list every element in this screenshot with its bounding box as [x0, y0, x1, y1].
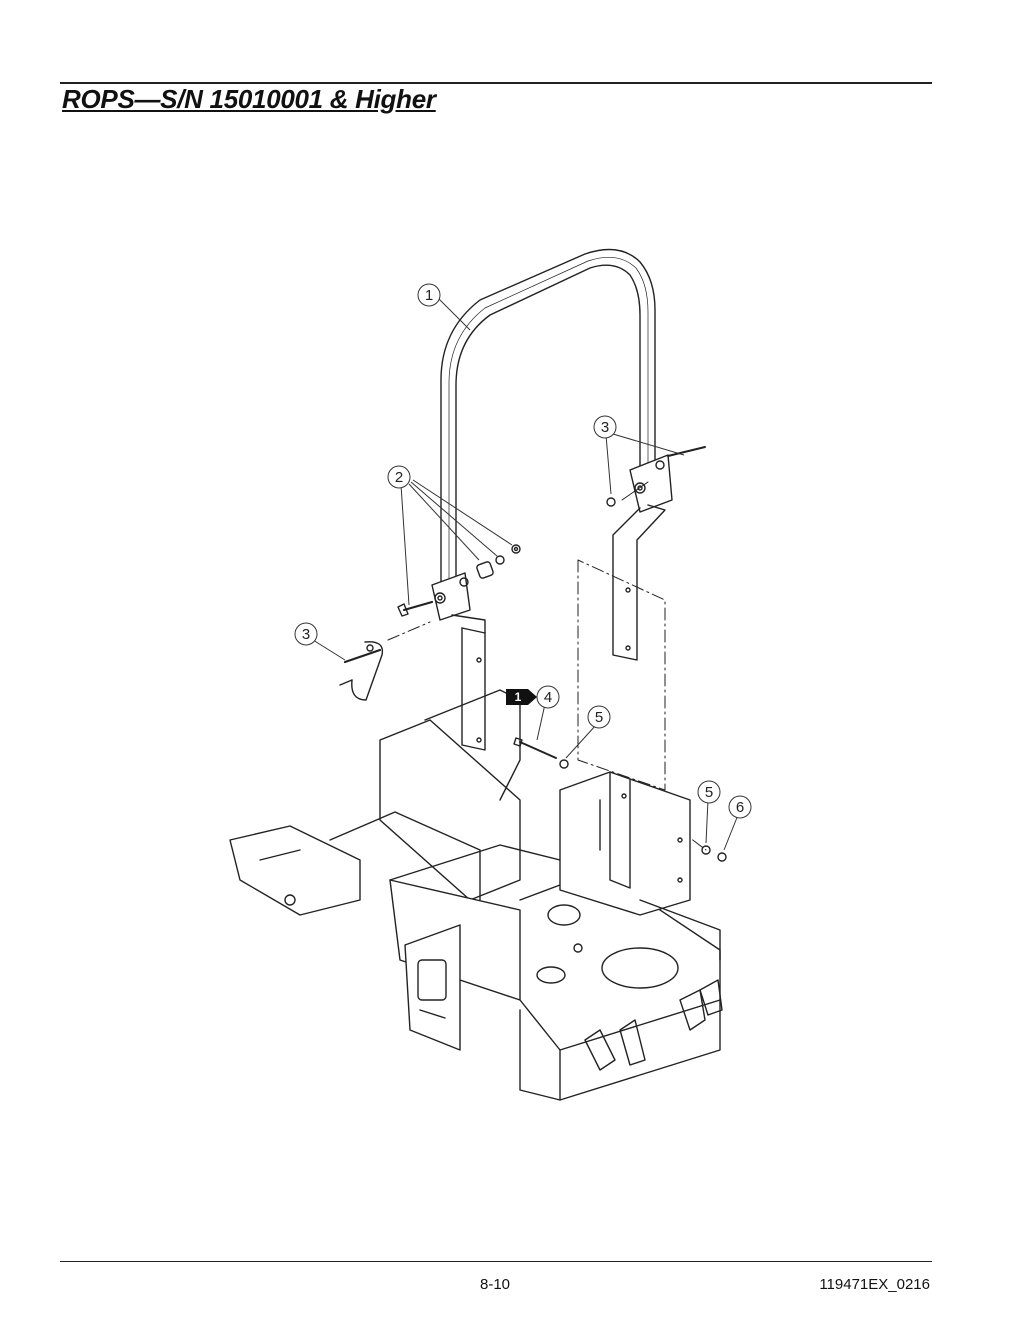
left-hardware-stack: [397, 544, 521, 617]
washer-upper: [559, 759, 569, 769]
callout-3-right: 3: [593, 415, 617, 439]
page-number: 8-10: [479, 1276, 511, 1293]
svg-text:3: 3: [302, 626, 310, 643]
callout-6: 6: [728, 795, 752, 819]
svg-text:5: 5: [595, 709, 603, 726]
lynch-pin: [339, 641, 384, 701]
svg-text:4: 4: [544, 689, 552, 706]
rops-hoop: [440, 248, 656, 586]
note-flag: 1: [506, 689, 537, 705]
footer-rule: [60, 1261, 932, 1262]
left-rops-leg: [431, 572, 486, 751]
svg-text:5: 5: [705, 784, 713, 801]
callout-5-upper: 5: [587, 705, 611, 729]
callout-4: 4: [536, 685, 560, 709]
svg-text:2: 2: [395, 469, 403, 486]
document-id: 119471EX_0216: [819, 1276, 930, 1293]
page-title: ROPS—S/N 15010001 & Higher: [62, 84, 436, 114]
lock-nut: [717, 852, 727, 862]
callout-1: 1: [417, 283, 441, 307]
alignment-lines: [387, 559, 707, 851]
svg-text:1: 1: [515, 690, 522, 704]
mower-frame: [229, 689, 723, 1101]
right-hardware: [606, 446, 706, 507]
svg-text:3: 3: [601, 419, 609, 436]
callout-5-lower: 5: [697, 780, 721, 804]
leader-lines: [312, 297, 739, 851]
right-rops-leg: [612, 454, 673, 661]
svg-text:6: 6: [736, 799, 744, 816]
washer-lower: [701, 845, 711, 855]
callout-3-left: 3: [294, 622, 318, 646]
header-rule: [60, 82, 932, 84]
callout-2: 2: [387, 465, 411, 489]
svg-text:1: 1: [425, 287, 433, 304]
